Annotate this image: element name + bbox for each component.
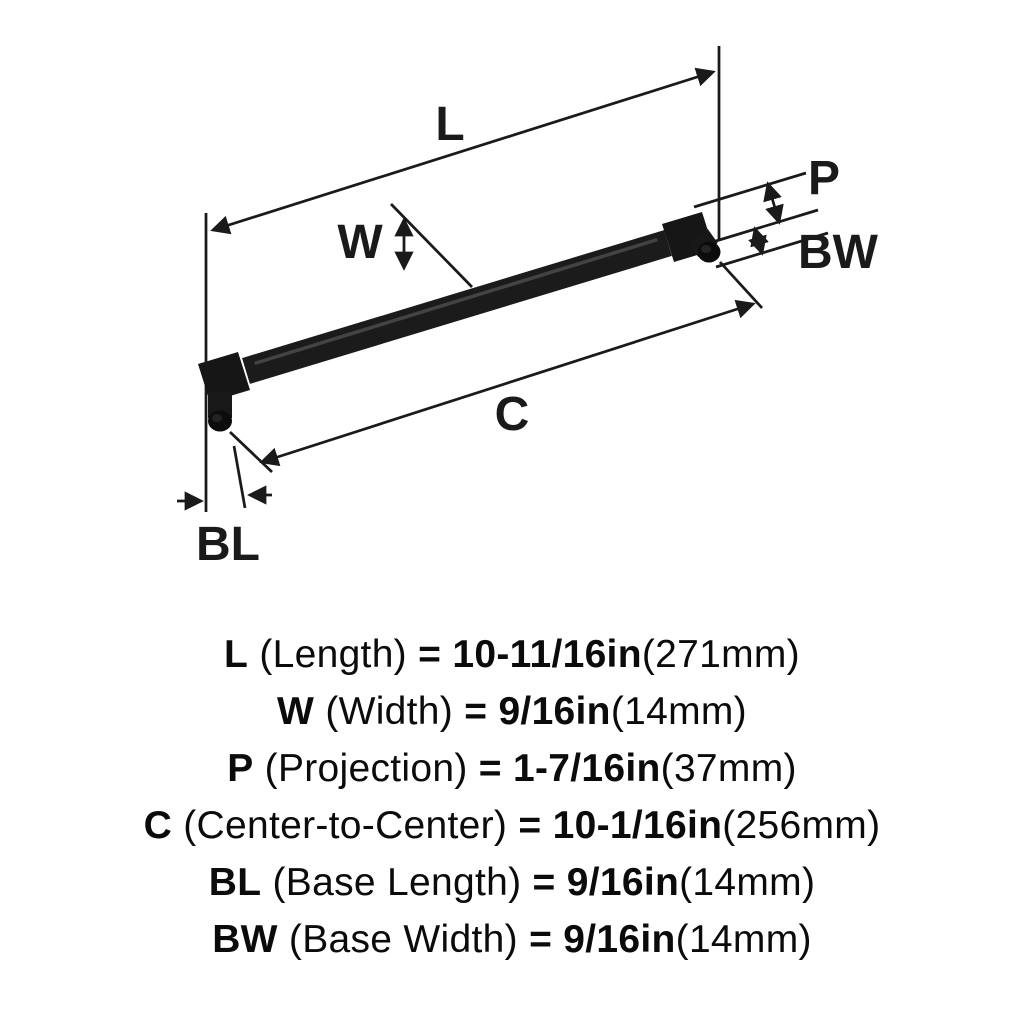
spec-row-projection: P (Projection) = 1-7/16in(37mm) (0, 740, 1024, 797)
dimension-label-w: W (337, 216, 383, 269)
spec-value: 10-11/16in (452, 633, 642, 676)
spec-name: (Base Width) (288, 918, 518, 961)
spec-value: 10-1/16in (552, 804, 723, 847)
spec-name: (Length) (259, 633, 407, 676)
spec-row-width: W (Width) = 9/16in(14mm) (0, 683, 1024, 740)
spec-row-base-width: BW (Base Width) = 9/16in(14mm) (0, 911, 1024, 968)
spec-key: BW (212, 918, 278, 961)
handle-base-cap-right-highlight (701, 245, 711, 253)
spec-equals: = (478, 747, 502, 790)
spec-equals: = (464, 690, 488, 733)
spec-row-base-length: BL (Base Length) = 9/16in(14mm) (0, 854, 1024, 911)
extension-line-bl (232, 445, 247, 509)
spec-key: W (277, 690, 315, 733)
spec-key: L (224, 633, 249, 676)
dimension-label-bl: BL (196, 518, 260, 571)
handle-base-cap-left-highlight (212, 414, 222, 422)
pull-handle (198, 212, 721, 432)
spec-metric: (14mm) (675, 918, 812, 961)
spec-key: BL (208, 861, 262, 904)
dimension-bw: BW (715, 226, 879, 279)
spec-name: (Projection) (264, 747, 468, 790)
extension-line-p-front (693, 171, 807, 209)
dimension-label-c: C (495, 388, 530, 441)
dimension-line-bw (748, 226, 769, 256)
dimension-line-p (763, 181, 784, 225)
spec-list: L (Length) = 10-11/16in(271mm) W (Width)… (0, 626, 1024, 968)
dimension-label-p: P (808, 152, 840, 205)
extension-line-c-right (718, 261, 764, 309)
handle-bar-highlight (254, 238, 658, 365)
spec-equals: = (529, 918, 553, 961)
dimension-line-l (210, 67, 716, 235)
pull-handle-dimension-diagram: L W P BW C (177, 46, 879, 571)
extension-line-bw (715, 231, 829, 269)
spec-metric: (14mm) (679, 861, 816, 904)
spec-row-length: L (Length) = 10-11/16in(271mm) (0, 626, 1024, 683)
spec-value: 9/16in (563, 918, 676, 961)
spec-value: 9/16in (498, 690, 611, 733)
dimension-label-l: L (435, 98, 464, 151)
spec-metric: (14mm) (610, 690, 747, 733)
dimension-p: P (693, 152, 840, 246)
dimension-w: W (337, 203, 473, 288)
handle-bar (242, 230, 672, 384)
dimension-l: L (204, 46, 721, 512)
dimension-line-c (259, 299, 756, 467)
spec-equals: = (532, 861, 556, 904)
spec-metric: (37mm) (660, 747, 797, 790)
dimension-c: C (229, 261, 764, 473)
dimension-bl: BL (177, 445, 272, 571)
spec-metric: (271mm) (641, 633, 800, 676)
spec-name: (Center-to-Center) (183, 804, 508, 847)
spec-name: (Base Length) (272, 861, 522, 904)
spec-key: P (227, 747, 254, 790)
spec-metric: (256mm) (722, 804, 881, 847)
spec-equals: = (518, 804, 542, 847)
spec-value: 9/16in (566, 861, 680, 904)
spec-value: 1-7/16in (513, 747, 661, 790)
spec-key: C (143, 804, 173, 847)
handle-base-block-left (198, 352, 250, 402)
dimension-label-bw: BW (798, 226, 879, 279)
spec-row-center-to-center: C (Center-to-Center) = 10-1/16in(256mm) (0, 797, 1024, 854)
spec-name: (Width) (325, 690, 454, 733)
spec-equals: = (418, 633, 442, 676)
